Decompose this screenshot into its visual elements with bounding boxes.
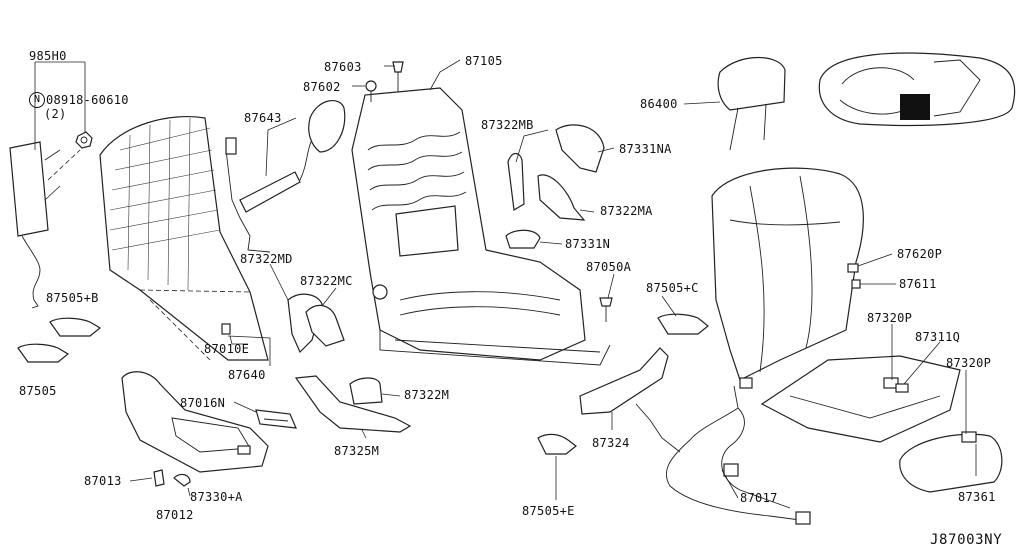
clip-87505C[interactable] [657, 313, 709, 335]
headrest-86400[interactable] [717, 56, 786, 151]
part-label-87322MD[interactable]: 87322MD [240, 252, 293, 266]
clip-87505[interactable] [17, 343, 70, 363]
part-label-87010E[interactable]: 87010E [204, 342, 250, 356]
part-label-87324[interactable]: 87324 [592, 436, 630, 450]
part-label-87325M[interactable]: 87325M [334, 444, 380, 458]
circled-letter-n-icon: N [29, 92, 45, 108]
part-label-86400[interactable]: 86400 [640, 97, 678, 111]
bolt-87050A[interactable] [599, 297, 613, 322]
finisher-87330A[interactable] [121, 371, 269, 473]
part-quantity: (2) [44, 107, 67, 121]
vehicle-location-icon [818, 52, 1016, 127]
side-airbag-module[interactable] [9, 141, 81, 309]
part-label-87640[interactable]: 87640 [228, 368, 266, 382]
part-label-87320P-lower[interactable]: 87320P [946, 356, 992, 370]
seat-location-marker [900, 94, 930, 120]
part-label-87013[interactable]: 87013 [84, 474, 122, 488]
part-label-87322MC[interactable]: 87322MC [300, 274, 353, 288]
leader-lines [129, 59, 977, 500]
part-label-87361[interactable]: 87361 [958, 490, 996, 504]
part-label-87322M[interactable]: 87322M [404, 388, 450, 402]
cover-87331NA[interactable] [555, 124, 605, 173]
part-label-87320P-upper[interactable]: 87320P [867, 311, 913, 325]
seatback-board[interactable] [99, 115, 269, 361]
part-label-87505[interactable]: 87505 [19, 384, 57, 398]
seat-frame[interactable] [351, 87, 611, 366]
knob-87012[interactable] [173, 473, 191, 487]
part-label-87505C[interactable]: 87505+C [646, 281, 699, 295]
part-label-87505B[interactable]: 87505+B [46, 291, 99, 305]
part-label-985H0[interactable]: 985H0 [29, 49, 67, 63]
cover-87322MA[interactable] [537, 174, 586, 221]
part-label-87602[interactable]: 87602 [303, 80, 341, 94]
part-label-87322MB[interactable]: 87322MB [481, 118, 534, 132]
part-label-87620P[interactable]: 87620P [897, 247, 943, 261]
diagram-id: J87003NY [930, 532, 1003, 548]
part-label-87643[interactable]: 87643 [244, 111, 282, 125]
frame-bolts[interactable] [365, 61, 404, 102]
switch-87016N[interactable] [255, 409, 297, 429]
seatback-harness[interactable] [225, 131, 321, 253]
lumbar-cover[interactable] [308, 100, 346, 153]
part-label-87611[interactable]: 87611 [899, 277, 937, 291]
knob-87013[interactable] [153, 469, 165, 487]
cover-87331N[interactable] [505, 229, 541, 249]
part-label-87330A[interactable]: 87330+A [190, 490, 243, 504]
part-label-87105[interactable]: 87105 [465, 54, 503, 68]
part-label-87017[interactable]: 87017 [740, 491, 778, 505]
seatback-trim[interactable] [711, 167, 864, 381]
clip-87010E[interactable] [221, 323, 231, 335]
shield-87322MC[interactable] [305, 304, 345, 347]
rail-cover-87324[interactable] [579, 347, 669, 415]
finisher-87325M[interactable] [294, 375, 412, 433]
part-label-87505E[interactable]: 87505+E [522, 504, 575, 518]
part-label-87311Q[interactable]: 87311Q [915, 330, 961, 344]
part-label-87012[interactable]: 87012 [156, 508, 194, 522]
clip-87505B[interactable] [49, 317, 102, 337]
cushion-heater-87361[interactable] [899, 431, 1003, 493]
part-label-87322MA[interactable]: 87322MA [600, 204, 653, 218]
main-harness-87017[interactable] [635, 377, 811, 525]
part-label-08918-60610[interactable]: 08918-60610 [46, 93, 129, 107]
part-label-87016N[interactable]: 87016N [180, 396, 226, 410]
cushion-pad[interactable] [760, 355, 961, 443]
cover-87322M[interactable] [349, 377, 383, 405]
clip-87505E[interactable] [537, 433, 577, 455]
nut[interactable] [75, 131, 93, 149]
part-label-87603[interactable]: 87603 [324, 60, 362, 74]
part-label-87050A[interactable]: 87050A [586, 260, 632, 274]
part-label-87331N[interactable]: 87331N [565, 237, 611, 251]
part-label-87331NA[interactable]: 87331NA [619, 142, 672, 156]
